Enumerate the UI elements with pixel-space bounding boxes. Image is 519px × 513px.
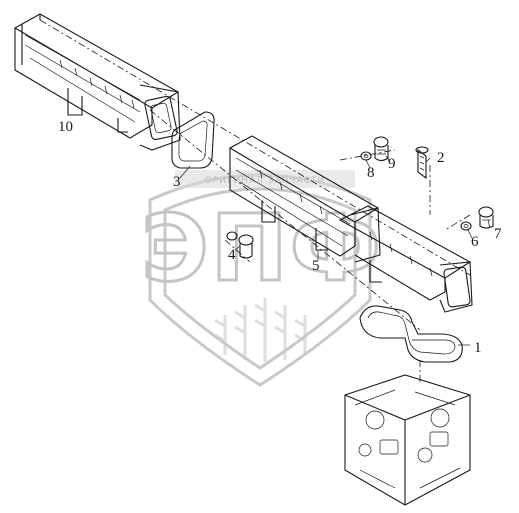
gasket-1 xyxy=(359,305,463,363)
callout-5: 5 xyxy=(312,258,320,274)
watermark-logo-text: ЭПФ xyxy=(141,195,383,302)
washer-6 xyxy=(460,221,472,231)
leader-lines xyxy=(179,155,491,346)
callout-3: 3 xyxy=(173,174,181,190)
plug-4 xyxy=(226,231,254,259)
callout-10: 10 xyxy=(58,119,73,135)
callout-2: 2 xyxy=(437,150,445,166)
watermark-strip-text: ОРИГИНАЛ ЗАПЧАСТИ xyxy=(205,176,326,186)
washer-8 xyxy=(360,151,372,161)
watermark-strip xyxy=(175,170,355,188)
callout-labels: 1 2 3 4 5 6 7 8 9 10 xyxy=(58,119,502,356)
assembly-axes xyxy=(39,19,471,385)
manifold-section-lower xyxy=(338,205,473,313)
callout-4: 4 xyxy=(228,247,236,263)
plug-7 xyxy=(478,206,494,229)
manifold-section-5 xyxy=(228,135,381,263)
cylinder-head xyxy=(344,374,471,506)
plug-9 xyxy=(373,136,389,162)
manifold-section-10 xyxy=(13,13,181,151)
watermark-shield: ОРИГИНАЛ ЗАПЧАСТИ ЭПФ xyxy=(140,170,383,387)
wheat-icon xyxy=(214,298,307,362)
callout-9: 9 xyxy=(388,156,396,172)
plug-2 xyxy=(415,146,429,180)
callout-6: 6 xyxy=(471,234,479,250)
callout-8: 8 xyxy=(367,165,375,181)
callout-7: 7 xyxy=(494,226,502,242)
gasket-3 xyxy=(171,111,215,169)
callout-1: 1 xyxy=(474,340,482,356)
